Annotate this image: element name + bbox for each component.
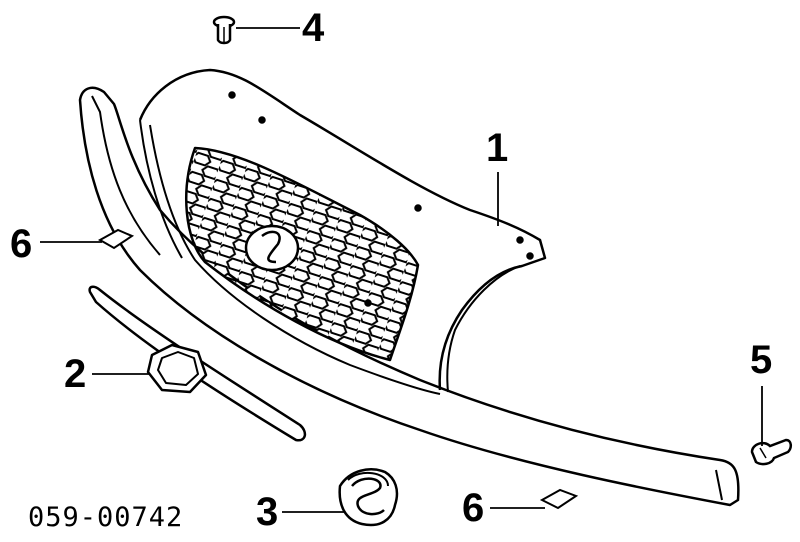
callout-1: 1 bbox=[486, 126, 509, 170]
grille-emblem bbox=[244, 224, 300, 272]
tape-part-lower bbox=[539, 488, 579, 510]
callout-2: 2 bbox=[64, 352, 87, 396]
tape-part-upper bbox=[97, 228, 135, 250]
screw-part bbox=[750, 438, 792, 466]
clip-part bbox=[212, 15, 236, 45]
grille-assembly bbox=[78, 68, 740, 507]
leader-lines bbox=[40, 27, 763, 513]
moulding-strip bbox=[88, 285, 307, 442]
emblem-part bbox=[338, 468, 399, 527]
callout-3: 3 bbox=[256, 490, 279, 534]
diagram-part-code: 059-00742 bbox=[28, 502, 184, 533]
callout-6-lower: 6 bbox=[462, 486, 485, 530]
callout-5: 5 bbox=[750, 338, 773, 382]
grille-shell bbox=[138, 68, 547, 391]
bumper-lip bbox=[78, 86, 740, 507]
callout-4: 4 bbox=[302, 6, 325, 50]
grille-mesh bbox=[185, 146, 420, 362]
callout-6-upper: 6 bbox=[10, 222, 33, 266]
